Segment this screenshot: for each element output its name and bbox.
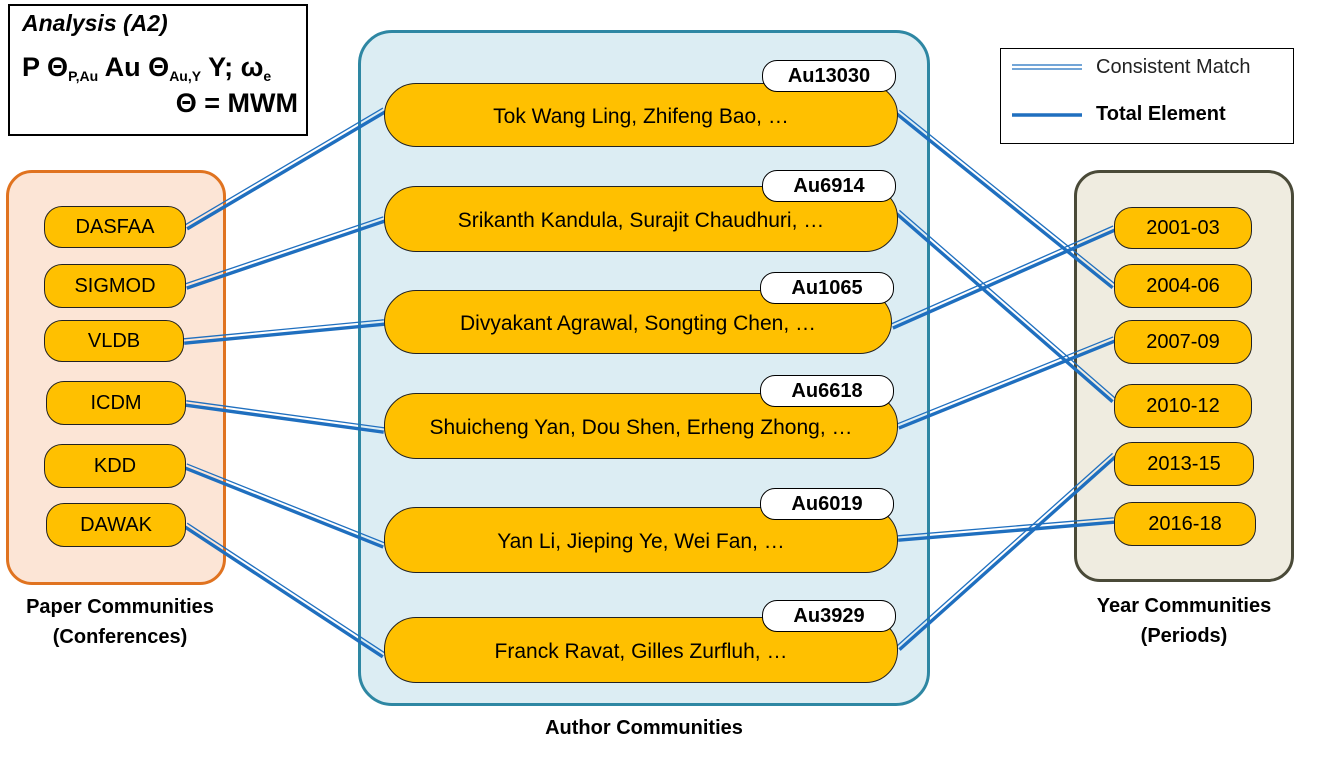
consistent-match-line — [186, 463, 386, 544]
total-element-line — [183, 525, 384, 659]
year-pill: 2016-18 — [1114, 502, 1256, 546]
total-element-line — [898, 520, 1115, 542]
legend-swatches — [1012, 64, 1082, 117]
consistent-match-line — [184, 107, 384, 226]
year-pill: 2001-03 — [1114, 207, 1252, 249]
year-pill: 2013-15 — [1114, 442, 1254, 486]
total-element-line — [898, 455, 1117, 651]
total-element-line — [892, 228, 1116, 330]
paper-pill: SIGMOD — [44, 264, 186, 308]
paper-pill: KDD — [44, 444, 186, 488]
year-pill: 2010-12 — [1114, 384, 1252, 428]
total-element-line — [185, 403, 384, 434]
consistent-match-line — [896, 452, 1113, 647]
total-element-line — [895, 212, 1114, 403]
paper-pill: VLDB — [44, 320, 184, 362]
paper-communities-label: Paper Communities (Conferences) — [26, 596, 214, 648]
analysis-box — [8, 4, 308, 136]
author-year-connector — [890, 225, 1116, 330]
paper-author-connector — [184, 463, 386, 549]
author-year-connector — [896, 452, 1117, 651]
author-pill: Shuicheng Yan, Dou Shen, Erheng Zhong, … — [384, 393, 898, 459]
author-year-connector — [896, 336, 1116, 430]
year-pill: 2007-09 — [1114, 320, 1252, 364]
author-id-tag: Au1065 — [760, 272, 894, 304]
author-year-connector — [897, 517, 1115, 542]
consistent-match-line — [183, 319, 384, 340]
total-element-line — [186, 110, 386, 231]
consistent-match-line — [898, 109, 1116, 285]
author-communities-label: Author Communities — [545, 717, 743, 739]
consistent-match-line — [186, 522, 386, 654]
consistent-match-line — [897, 517, 1114, 537]
consistent-match-line — [896, 336, 1114, 425]
total-element-line — [895, 112, 1114, 290]
paper-pill: DASFAA — [44, 206, 186, 248]
paper-author-connector — [185, 400, 385, 434]
total-element-line — [186, 219, 386, 290]
author-pill: Tok Wang Ling, Zhifeng Bao, … — [384, 83, 898, 147]
year-pill: 2004-06 — [1114, 264, 1252, 308]
paper-author-connector — [184, 107, 386, 231]
year-communities-label: Year Communities (Periods) — [1096, 595, 1272, 647]
author-id-tag: Au13030 — [762, 60, 896, 92]
paper-pill: DAWAK — [46, 503, 186, 547]
total-element-line — [184, 466, 384, 549]
total-element-line — [898, 339, 1116, 430]
paper-author-connector — [183, 319, 385, 345]
consistent-match-line — [186, 400, 385, 429]
paper-author-connector — [185, 216, 386, 290]
author-id-tag: Au6019 — [760, 488, 894, 520]
legend-total-label: Total Element — [1096, 103, 1226, 125]
paper-pill: ICDM — [46, 381, 186, 425]
total-element-line — [184, 322, 385, 345]
analysis-formula: P ΘP,Au Au ΘAu,Y Y; ωe — [22, 52, 272, 84]
consistent-match-line — [890, 225, 1114, 325]
legend — [1000, 48, 1294, 144]
paper-author-connector — [183, 522, 386, 659]
analysis-title: Analysis (A2) — [22, 10, 168, 36]
legend-consistent-label: Consistent Match — [1096, 56, 1251, 78]
author-id-tag: Au6914 — [762, 170, 896, 202]
author-id-tag: Au6618 — [760, 375, 894, 407]
author-id-tag: Au3929 — [762, 600, 896, 632]
author-year-connector — [895, 109, 1116, 290]
author-year-connector — [895, 209, 1116, 403]
analysis-equation: Θ = MWM — [175, 88, 298, 118]
consistent-match-line — [899, 209, 1116, 399]
consistent-match-line — [185, 216, 384, 285]
